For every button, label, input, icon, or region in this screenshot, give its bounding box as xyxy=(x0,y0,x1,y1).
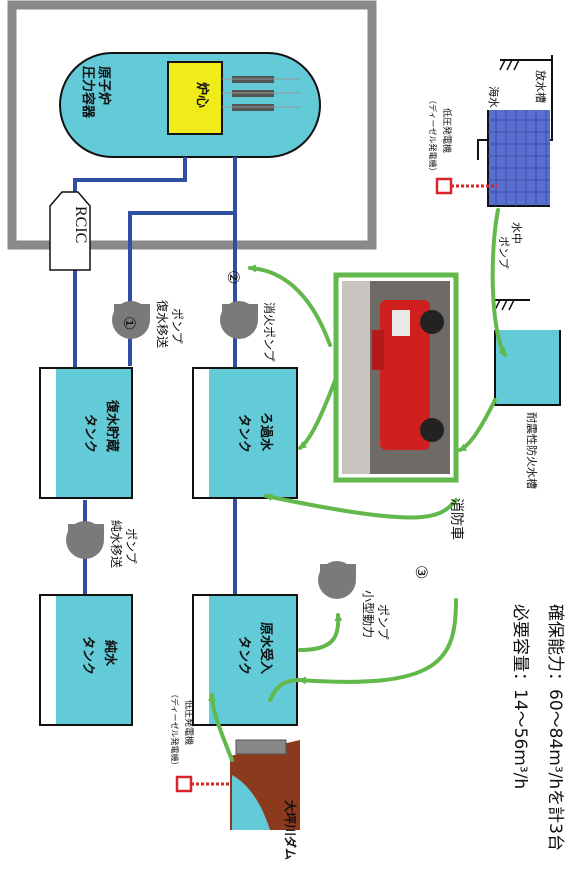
generator-top-label-1: 低圧発電機 xyxy=(441,108,453,153)
filtered-water-tank-label-1: ろ過水 xyxy=(258,412,274,452)
underwater-pump-label-2: ポンプ xyxy=(497,236,510,269)
condensate-storage-tank-label-1: 復水貯蔵 xyxy=(104,399,120,452)
pure-water-transfer-pump xyxy=(66,521,104,559)
outlet-label: 放水槽 xyxy=(534,70,548,103)
pure-water-tank-label-1: 純水 xyxy=(102,640,118,667)
pure-water-pump-label-1: 純水移送 xyxy=(109,520,124,568)
fire-truck-label: 消防車 xyxy=(448,498,465,540)
pure-water-pump-label-2: ポンプ xyxy=(124,528,138,564)
cistern-label: 耐震性防火水槽 xyxy=(525,412,539,489)
pure-water-tank-label-2: タンク xyxy=(80,636,95,675)
fire-pump xyxy=(220,301,258,339)
generator-bottom xyxy=(177,777,231,791)
rcic-label: RCIC xyxy=(72,206,89,243)
core-label: 炉心 xyxy=(194,82,210,108)
condensate-storage-tank-label-2: タンク xyxy=(82,414,97,453)
fire-truck-number: ③ xyxy=(412,565,431,579)
fire-truck-photo xyxy=(336,275,456,480)
dam-label: 大坪川ダム xyxy=(283,800,298,860)
condensate-pump-label-2: ポンプ xyxy=(170,308,184,344)
capacity-required: 必要容量：14〜56m³/h xyxy=(510,604,530,789)
fire-pump-label: 消火ポンプ xyxy=(262,302,276,362)
rcic-box: RCIC xyxy=(50,192,90,270)
reactor-label-1: 原子炉 xyxy=(96,66,112,105)
filtered-water-tank-label-2: タンク xyxy=(236,414,251,453)
condensate-pump-label-1: 復水移送 xyxy=(155,300,170,348)
generator-bottom-label-1: 低圧発電機 xyxy=(183,700,195,745)
small-power-pump xyxy=(318,561,356,599)
capacity-secured: 確保能力：60〜84m³/hを計3台 xyxy=(545,604,565,851)
raw-water-tank-label-1: 原水受入 xyxy=(258,622,274,674)
fire-pump-number: ② xyxy=(224,270,243,284)
raw-water-tank-label-2: タンク xyxy=(236,636,251,675)
generator-top-label-2: （ディーゼル発電機） xyxy=(428,96,438,175)
generator-bottom-label-2: （ディーゼル発電機） xyxy=(170,690,180,769)
seawater-label: 海水 xyxy=(487,86,501,108)
underwater-pump-label-1: 水中 xyxy=(510,222,523,244)
small-pump-label-2: ポンプ xyxy=(376,604,390,640)
condensate-pump-number: ① xyxy=(120,316,139,330)
small-pump-label-1: 小型動力 xyxy=(361,590,375,638)
reactor-label-2: 圧力容器 xyxy=(80,66,96,119)
